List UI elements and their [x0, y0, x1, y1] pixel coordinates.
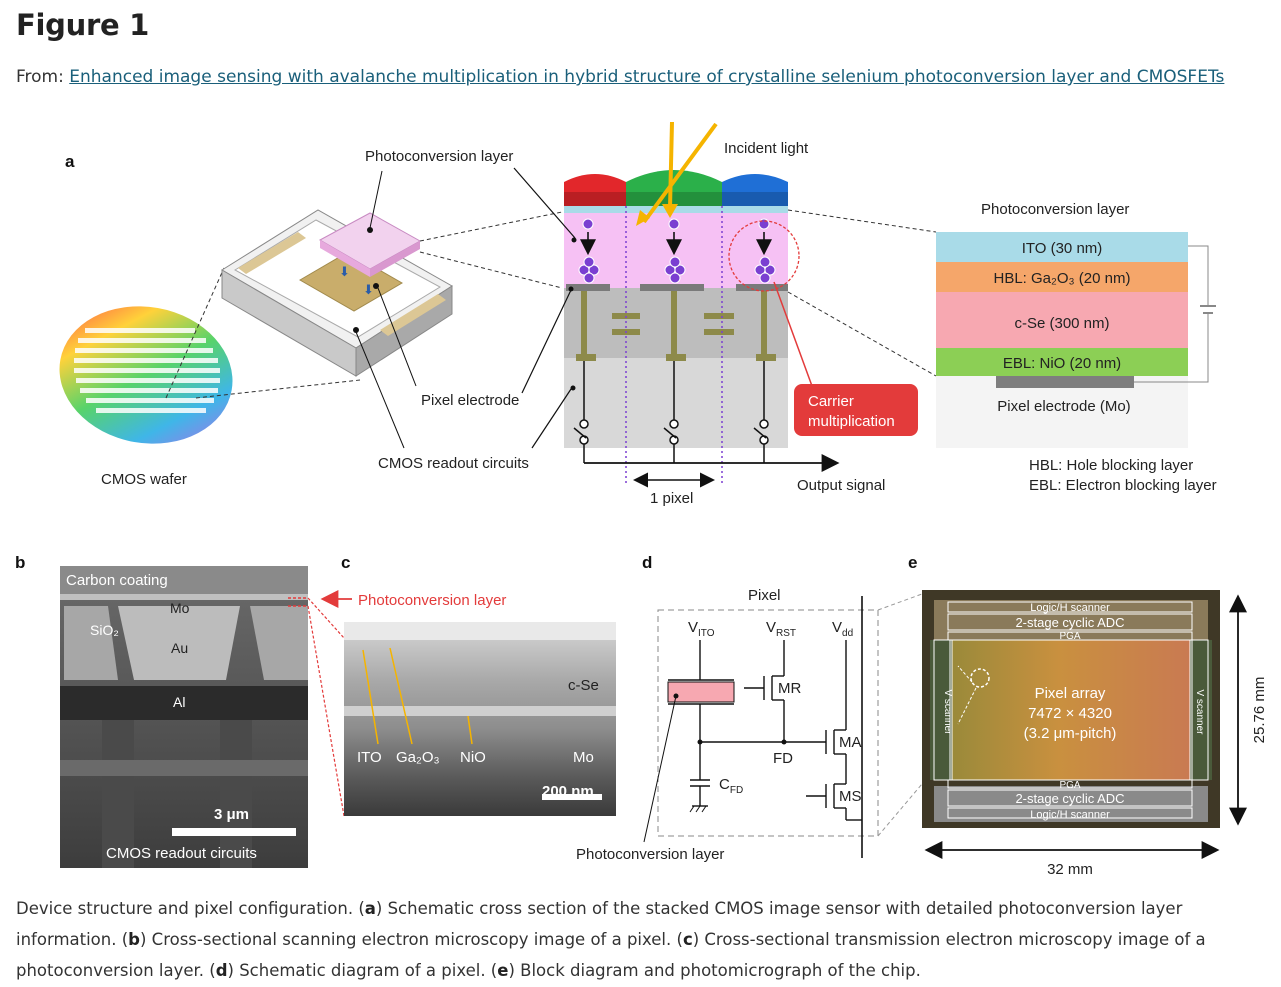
layer-cse	[936, 292, 1188, 348]
sem-image	[60, 566, 308, 868]
ga2o3-label-c: Ga₂O₃	[396, 749, 440, 766]
adc-bottom: 2-stage cyclic ADC	[1015, 791, 1124, 806]
incident-light-label: Incident light	[724, 140, 809, 157]
vdd-label: Vdd	[832, 619, 853, 639]
legend-ebl: EBL: Electron blocking layer	[1029, 477, 1217, 494]
layer-hbl	[936, 262, 1188, 292]
nio-label-c: NiO	[460, 749, 486, 766]
cmos-wafer-label: CMOS wafer	[101, 471, 187, 488]
vito-sub: ITO	[698, 628, 715, 639]
pixel-array-label: Pixel array	[1035, 685, 1106, 702]
logic-h-scanner-bottom: Logic/H scanner	[1030, 809, 1110, 821]
fd-label: FD	[773, 750, 793, 767]
svg-text:⬇: ⬇	[363, 282, 374, 297]
vrst-sub: RST	[776, 628, 796, 639]
panel-c-label: c	[341, 553, 350, 572]
sem-cmos-readout-label: CMOS readout circuits	[106, 845, 257, 862]
v-scanner-right: V scanner	[1194, 689, 1205, 735]
v-scanner-left: V scanner	[942, 689, 953, 735]
photoconversion-layer-label-a: Photoconversion layer	[365, 148, 513, 165]
cmos-wafer-illustration	[59, 306, 233, 444]
ito-label-c: ITO	[357, 749, 382, 766]
caption-label-e: e	[497, 961, 509, 980]
al-label: Al	[173, 694, 185, 710]
panel-d-label: d	[642, 553, 652, 572]
vito-main: V	[688, 619, 698, 636]
carrier-multiplication-box	[794, 384, 918, 436]
mo-label-c: Mo	[573, 749, 594, 766]
vdd-main: V	[832, 619, 842, 636]
panel-b-label: b	[15, 553, 25, 572]
one-pixel-label: 1 pixel	[650, 490, 693, 507]
layer-pixel-electrode	[996, 376, 1134, 388]
ma-label: MA	[839, 734, 862, 751]
cmos-readout-circuits-label-a: CMOS readout circuits	[378, 455, 529, 472]
photoconversion-layer-label-d: Photoconversion layer	[576, 846, 724, 863]
logic-h-scanner-top: Logic/H scanner	[1030, 602, 1110, 614]
vrst-main: V	[766, 619, 776, 636]
sem-scale-label: 3 μm	[214, 806, 249, 823]
mr-label: MR	[778, 680, 801, 697]
carbon-coating-label: Carbon coating	[66, 572, 168, 589]
sio2-label: SiO₂	[90, 622, 119, 638]
vrst-label: VRST	[766, 619, 796, 639]
layer-ebl-label: EBL: NiO (20 nm)	[1003, 355, 1121, 372]
cfd-label: CFD	[719, 776, 743, 796]
ms-label: MS	[839, 788, 862, 805]
caption-label-a: a	[364, 899, 376, 918]
panel-e-label: e	[908, 553, 917, 572]
from-prefix: From:	[16, 67, 70, 87]
photoconversion-layer-label-c: Photoconversion layer	[358, 592, 506, 609]
caption-c: ) Cross-sectional transmission electron …	[16, 930, 1206, 980]
pixel-electrode-label: Pixel electrode	[421, 392, 519, 409]
pixel-circuit-schematic	[643, 593, 923, 858]
caption-d: ) Schematic diagram of a pixel. (	[227, 961, 498, 980]
chip-height-label: 25.76 mm	[1251, 677, 1268, 744]
caption-e: ) Block diagram and photomicrograph of t…	[508, 961, 921, 980]
chip-3d-illustration: ⬇ ⬇	[221, 209, 453, 377]
chip-photomicrograph	[922, 590, 1247, 859]
article-link[interactable]: Enhanced image sensing with avalanche mu…	[69, 67, 1225, 87]
panel-a-label: a	[65, 152, 75, 171]
vito-label: VITO	[688, 619, 715, 639]
pga-top: PGA	[1059, 631, 1080, 642]
source-line: From: Enhanced image sensing with avalan…	[16, 67, 1224, 87]
chip-width-label: 32 mm	[1047, 861, 1093, 878]
caption-a: ) Schematic cross section of the stacked…	[16, 899, 1183, 949]
adc-top: 2-stage cyclic ADC	[1015, 615, 1124, 630]
legend-hbl: HBL: Hole blocking layer	[1029, 457, 1193, 474]
layer-hbl-label: HBL: Ga₂O₃ (20 nm)	[994, 270, 1131, 287]
caption-label-b: b	[128, 930, 140, 949]
layer-ito-label: ITO (30 nm)	[1022, 240, 1103, 257]
caption-label-c: c	[682, 930, 693, 949]
svg-text:⬇: ⬇	[339, 264, 350, 279]
layer-cse-label: c-Se (300 nm)	[1014, 315, 1109, 332]
pixel-label-d: Pixel	[748, 587, 781, 604]
pitch-label: (3.2 μm-pitch)	[1024, 725, 1117, 742]
output-signal-label: Output signal	[797, 477, 885, 494]
stack-title: Photoconversion layer	[981, 201, 1129, 218]
carrier-multiplication-line1: Carrier	[808, 393, 854, 410]
pixel-count-label: 7472 × 4320	[1028, 705, 1112, 722]
caption-b: ) Cross-sectional scanning electron micr…	[139, 930, 683, 949]
carrier-multiplication-line2: multiplication	[808, 413, 895, 430]
figure-caption: Device structure and pixel configuration…	[16, 893, 1266, 986]
figure-1-graphic: a CMOS wafer ⬇ ⬇	[15, 121, 1268, 878]
pixel-cross-section	[564, 121, 840, 488]
page-title: Figure 1	[16, 8, 149, 42]
cse-label-c: c-Se	[568, 677, 599, 694]
layer-ebl	[936, 348, 1188, 376]
layer-ito	[936, 232, 1188, 262]
cfd-sub: FD	[730, 785, 743, 796]
cfd-main: C	[719, 776, 730, 793]
mo-label-b: Mo	[170, 600, 190, 616]
au-label: Au	[171, 640, 188, 656]
caption-label-d: d	[215, 961, 228, 980]
vdd-sub: dd	[842, 628, 853, 639]
tem-image	[344, 622, 616, 816]
pga-bottom: PGA	[1059, 780, 1080, 791]
stack-pixel-electrode-label: Pixel electrode (Mo)	[997, 398, 1130, 415]
tem-scale-label: 200 nm	[542, 783, 594, 800]
caption-intro: Device structure and pixel configuration…	[16, 899, 365, 918]
